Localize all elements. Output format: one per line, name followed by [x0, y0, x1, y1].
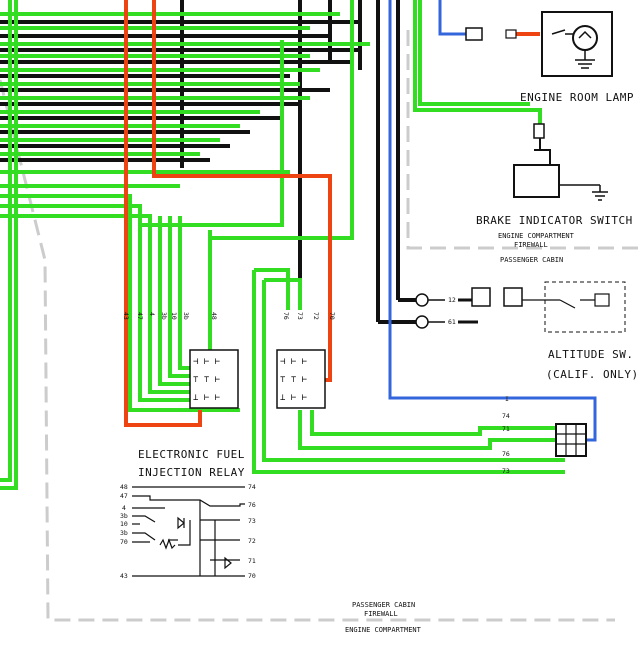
svg-text:61: 61 — [448, 318, 456, 326]
svg-text:⊤ ⊤ ⊢: ⊤ ⊤ ⊢ — [193, 375, 220, 385]
ground-symbol — [575, 59, 595, 69]
svg-text:3b: 3b — [160, 312, 168, 320]
svg-text:12: 12 — [448, 296, 456, 304]
svg-text:48: 48 — [120, 483, 128, 491]
svg-text:70: 70 — [248, 572, 256, 580]
svg-text:⊣ ⊢ ⊢: ⊣ ⊢ ⊢ — [280, 357, 307, 367]
svg-text:70: 70 — [120, 538, 128, 546]
svg-text:76: 76 — [282, 312, 290, 320]
svg-text:74: 74 — [502, 412, 510, 420]
firewall-label-3: PASSENGER CABIN — [500, 256, 563, 264]
bottom-firewall-label-1: PASSENGER CABIN — [352, 601, 415, 609]
svg-text:70: 70 — [328, 312, 336, 320]
engine-room-lamp-label: ENGINE ROOM LAMP — [520, 91, 634, 104]
svg-text:3b: 3b — [120, 512, 128, 520]
efi-relay-socket-right: ⊣ ⊢ ⊢ ⊤ ⊤ ⊢ ⊥ ⊢ ⊢ — [276, 349, 326, 409]
altitude-sw-label-2: (CALIF. ONLY) — [546, 368, 639, 381]
connector-block: I 74 71 76 73 — [502, 395, 587, 475]
svg-text:76: 76 — [248, 501, 256, 509]
diode-symbol — [177, 516, 185, 530]
svg-text:76: 76 — [502, 450, 510, 458]
svg-text:4: 4 — [148, 312, 156, 316]
svg-text:3b: 3b — [182, 312, 190, 320]
efi-relay-socket-left: ⊣ ⊢ ⊢ ⊤ ⊤ ⊢ ⊥ ⊢ ⊢ — [189, 349, 239, 409]
svg-text:⊥ ⊢ ⊢: ⊥ ⊢ ⊢ — [280, 393, 307, 403]
svg-text:10: 10 — [170, 312, 178, 320]
red-wire — [124, 0, 540, 427]
schematic-pin-labels: 48 47 4 3b 10 3b 70 43 74 76 73 72 71 70 — [120, 483, 256, 580]
green-wire-bundle — [0, 0, 565, 490]
svg-text:3b: 3b — [120, 529, 128, 537]
resistor-symbol — [159, 538, 176, 550]
firewall-label-2: FIREWALL — [514, 241, 548, 249]
firewall-boundary — [0, 30, 640, 622]
svg-text:I: I — [505, 395, 509, 403]
svg-text:73: 73 — [248, 517, 256, 525]
altitude-switch: 12 61 ALTITUDE SW. (CALIF. ONLY) — [415, 281, 639, 381]
firewall-label-1: ENGINE COMPARTMENT — [498, 232, 575, 240]
svg-text:73: 73 — [296, 312, 304, 320]
svg-text:⊣ ⊢ ⊢: ⊣ ⊢ ⊢ — [193, 357, 220, 367]
svg-text:4: 4 — [122, 504, 126, 512]
svg-text:43: 43 — [120, 572, 128, 580]
svg-text:74: 74 — [248, 483, 256, 491]
brake-indicator-switch: BRAKE INDICATOR SWITCH ENGINE COMPARTMEN… — [476, 123, 633, 264]
svg-text:71: 71 — [248, 557, 256, 565]
altitude-sw-label: ALTITUDE SW. — [548, 348, 633, 361]
blue-wire — [388, 0, 597, 442]
bottom-firewall-label-3: ENGINE COMPARTMENT — [345, 626, 422, 634]
svg-text:72: 72 — [248, 537, 256, 545]
svg-text:73: 73 — [502, 467, 510, 475]
svg-text:47: 47 — [136, 312, 144, 320]
brake-switch-label: BRAKE INDICATOR SWITCH — [476, 214, 633, 227]
efi-relay-label: ELECTRONIC FUEL — [138, 448, 245, 461]
bottom-firewall-label-2: FIREWALL — [364, 610, 398, 618]
svg-text:⊥ ⊢ ⊢: ⊥ ⊢ ⊢ — [193, 393, 220, 403]
relay-pin-labels: 43 47 4 3b 10 3b 48 76 73 72 70 — [122, 312, 336, 320]
svg-text:43: 43 — [122, 312, 130, 320]
svg-text:10: 10 — [120, 520, 128, 528]
svg-text:47: 47 — [120, 492, 128, 500]
relay-schematic — [132, 486, 245, 577]
svg-text:72: 72 — [312, 312, 320, 320]
svg-text:48: 48 — [210, 312, 218, 320]
svg-text:⊤ ⊤ ⊢: ⊤ ⊤ ⊢ — [280, 375, 307, 385]
engine-room-lamp: ENGINE ROOM LAMP — [465, 11, 634, 104]
svg-text:71: 71 — [502, 425, 510, 433]
efi-relay-label-2: INJECTION RELAY — [138, 466, 245, 479]
